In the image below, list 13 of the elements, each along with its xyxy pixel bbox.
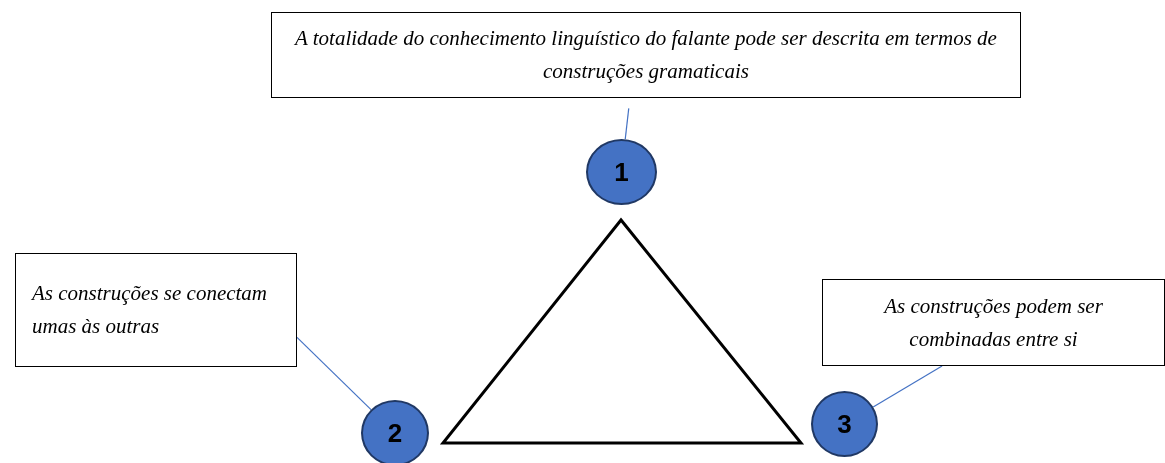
number-circle	[361, 400, 429, 463]
box-text: A totalidade do conhecimento linguístico do falante pode ser descrita em termos de construções gramaticais	[293, 25, 998, 85]
leader-line	[624, 107, 630, 140]
text-box	[822, 279, 1165, 366]
leader-line	[872, 365, 943, 408]
text-box	[15, 253, 297, 367]
text-box	[271, 12, 1021, 98]
leader-line	[296, 336, 372, 411]
box-text: As construções se conectam umas às outras	[32, 280, 269, 340]
callout-number: 2	[387, 417, 403, 449]
callout-number: 1	[614, 156, 629, 188]
box-text: As construções podem ser combinadas entre si	[882, 292, 1104, 353]
callout-number: 3	[837, 408, 852, 440]
